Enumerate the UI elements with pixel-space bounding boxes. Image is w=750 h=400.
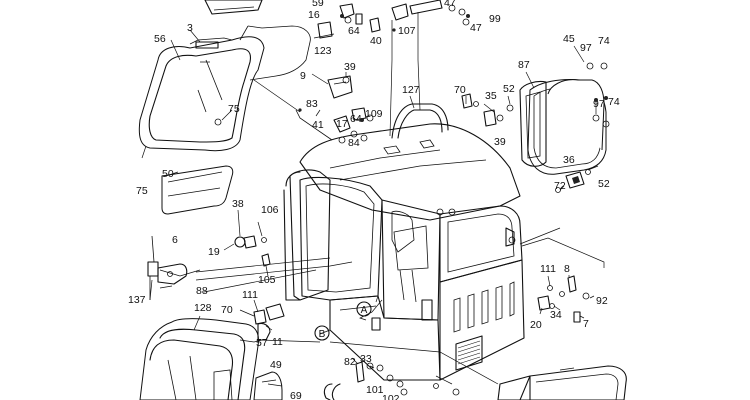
part-label: 87	[518, 59, 530, 71]
part-label: 34	[550, 309, 562, 321]
part-label: 102	[382, 393, 400, 400]
corner-bracket-part	[253, 371, 283, 400]
part-label: 105	[258, 274, 276, 286]
part-label: 72	[554, 180, 566, 192]
part-label: 49	[270, 359, 282, 371]
part-label: 38	[232, 198, 244, 210]
rear-window-frame	[138, 25, 311, 152]
right-side-window	[519, 79, 607, 175]
door-assembly	[139, 318, 259, 400]
part-label: 7	[583, 318, 589, 330]
part-label: 40	[370, 35, 382, 47]
part-label: 45	[563, 33, 575, 45]
part-label: 20	[530, 319, 542, 331]
part-label: 35	[485, 90, 497, 102]
part-label: 8	[564, 263, 570, 275]
part-label: 70	[454, 84, 466, 96]
part-label: 111	[540, 263, 556, 275]
cab-main-body	[283, 103, 525, 381]
part-label: 74	[608, 96, 620, 108]
part-label: 9	[300, 70, 306, 82]
part-label: 83	[306, 98, 318, 110]
part-label: 64	[350, 113, 362, 125]
part-label: 50	[162, 168, 174, 180]
lower-glass-panel	[161, 165, 234, 215]
part-label: 64	[348, 25, 360, 37]
part-label: 52	[503, 83, 515, 95]
part-label: 82	[344, 356, 356, 368]
callout-a: A	[356, 301, 372, 317]
part-label: 101	[366, 384, 384, 396]
part-label: 75	[228, 103, 240, 115]
part-label: 97	[593, 98, 605, 110]
fastener-group	[234, 0, 610, 400]
part-label: 19	[208, 246, 220, 258]
part-label: 41	[312, 119, 324, 131]
part-label: 52	[598, 178, 610, 190]
part-number-labels: 59 16 64 47 99 47 107 123 40 56 3 9 39 1…	[128, 0, 620, 400]
part-label: 3	[187, 22, 193, 34]
lower-right-panel	[497, 365, 627, 400]
part-label: 33	[360, 353, 372, 365]
part-label: 97	[580, 42, 592, 54]
part-label: 36	[563, 154, 575, 166]
part-label: 127	[402, 84, 420, 96]
part-label: 137	[128, 294, 146, 306]
part-label: 59	[312, 0, 324, 9]
part-label: 56	[154, 33, 166, 45]
callout-a-letter: A	[361, 305, 368, 316]
hinge-assembly-6	[147, 235, 188, 300]
part-label: 99	[489, 13, 501, 25]
part-label: 123	[314, 45, 332, 57]
label-dot-markers	[298, 14, 608, 122]
part-label: 111	[242, 289, 258, 301]
part-label: 39	[344, 61, 356, 73]
part-label: 70	[221, 304, 233, 316]
callout-b: B	[314, 325, 330, 341]
part-label: 107	[398, 25, 416, 37]
leader-lines	[141, 12, 605, 387]
part-label: 39	[494, 136, 506, 148]
part-label: 17	[336, 118, 348, 130]
part-label: 69	[290, 390, 302, 400]
part-label: 47	[444, 0, 456, 9]
part-label: 92	[596, 295, 608, 307]
part-label: 74	[598, 35, 610, 47]
part-label: 84	[348, 137, 360, 149]
part-label: 75	[136, 185, 148, 197]
part-label: 47	[470, 22, 482, 34]
part-label: 109	[365, 108, 383, 120]
callout-b-letter: B	[319, 329, 326, 340]
part-label: 6	[172, 234, 178, 246]
louvre-grille	[455, 335, 483, 371]
part-label: 128	[194, 302, 212, 314]
part-label: 88	[196, 285, 208, 297]
part-label: 11	[272, 336, 283, 348]
part-label: 106	[261, 204, 279, 216]
roof-panel-fragment	[204, 0, 263, 15]
part-label: 57	[256, 337, 268, 349]
part-label: 16	[308, 9, 320, 21]
